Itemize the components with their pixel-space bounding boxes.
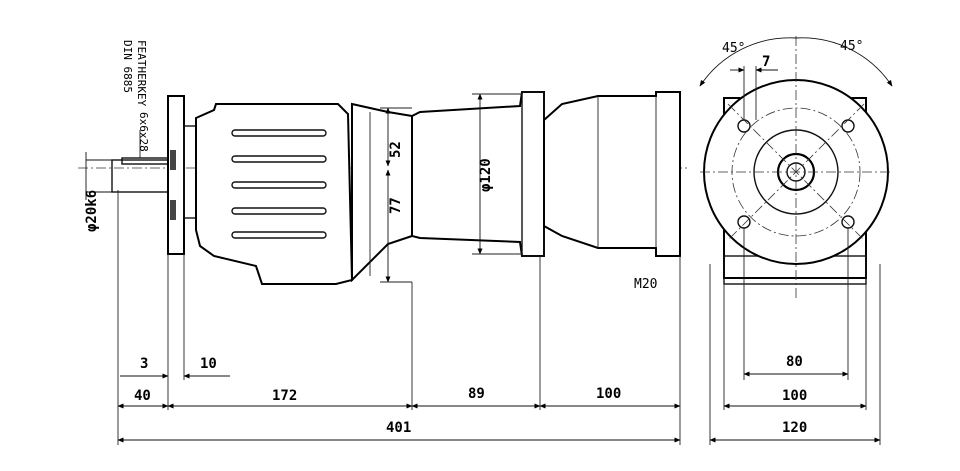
- labels: FEATHERKEY DIN 6885 6x6x28 φ20k6 φ120 52…: [84, 39, 863, 436]
- label-shaft-diameter: φ20k6: [84, 190, 100, 232]
- label-dim-100-side: 100: [596, 386, 621, 402]
- label-dim-52: 52: [388, 141, 404, 158]
- label-dim-120: 120: [782, 420, 807, 436]
- label-featherkey-1: FEATHERKEY: [135, 40, 148, 107]
- flange-hatch-bottom: [170, 200, 176, 220]
- label-dim-7: 7: [762, 54, 770, 70]
- label-dim-89: 89: [468, 386, 485, 402]
- label-dim-80: 80: [786, 354, 803, 370]
- motor-body: [543, 91, 681, 257]
- side-dimensions: [117, 190, 681, 445]
- flange-plate: [167, 95, 185, 255]
- label-angle-right: 45°: [840, 39, 863, 54]
- output-shaft: [111, 159, 175, 193]
- label-flange-diameter: φ120: [478, 158, 494, 192]
- housing-fins: [231, 129, 327, 239]
- label-angle-left: 45°: [722, 41, 745, 56]
- label-dim-40: 40: [134, 388, 151, 404]
- label-dim-100-front: 100: [782, 388, 807, 404]
- flange-hatch-top: [170, 150, 176, 170]
- label-dim-172: 172: [272, 388, 297, 404]
- side-view: [78, 91, 690, 285]
- flange-boss: [183, 125, 197, 219]
- front-view: [699, 36, 893, 445]
- label-dim-77: 77: [388, 197, 404, 214]
- label-dim-10: 10: [200, 356, 217, 372]
- feather-key: [121, 157, 169, 165]
- gearbox-housing: [195, 103, 354, 285]
- label-featherkey-3: 6x6x28: [137, 112, 150, 152]
- label-dim-401: 401: [386, 420, 411, 436]
- label-thread: M20: [634, 277, 657, 292]
- adapter-section: [351, 102, 413, 283]
- label-dim-3: 3: [140, 356, 148, 372]
- label-featherkey-2: DIN 6885: [121, 40, 134, 93]
